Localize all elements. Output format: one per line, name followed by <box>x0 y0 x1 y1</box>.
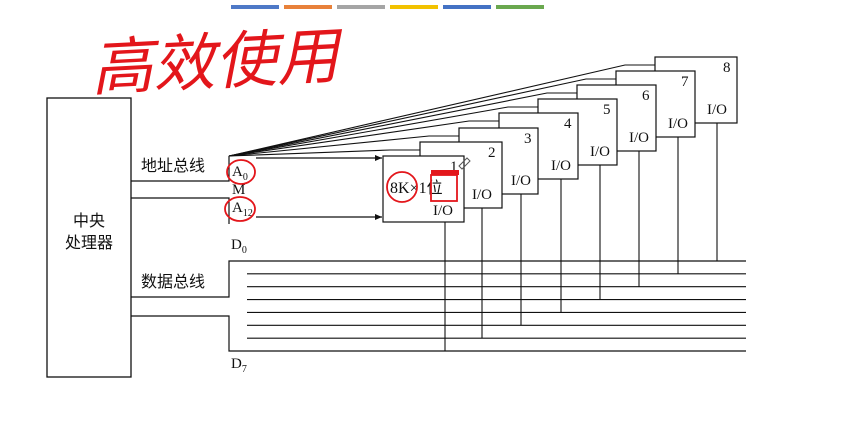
address-m-label: M <box>232 182 245 198</box>
chip-times: × <box>410 180 419 197</box>
memory-chip-1: 18K×1位I/O <box>382 155 465 223</box>
chip-io-label: I/O <box>472 187 492 203</box>
cpu-box <box>46 97 132 378</box>
color-tab-strip <box>231 5 544 9</box>
address-fanout-line <box>228 120 499 157</box>
data-bus-lines <box>247 273 746 339</box>
color-tab-3 <box>337 5 385 9</box>
chip-io-label: I/O <box>433 203 453 219</box>
address-fanout-line <box>228 64 655 157</box>
color-tab-2 <box>284 5 332 9</box>
cpu-label-line2: 处理器 <box>65 233 113 252</box>
data-bus <box>131 260 746 352</box>
address-bus-label: 地址总线 <box>141 156 205 175</box>
color-tab-1 <box>231 5 279 9</box>
handwritten-annotation: 高效使用 <box>89 19 345 105</box>
data-d0-label: D0 <box>231 237 247 256</box>
data-bus-label: 数据总线 <box>141 272 205 291</box>
color-tab-5 <box>443 5 491 9</box>
address-fanout-line <box>228 149 420 157</box>
chip-number: 2 <box>488 145 496 161</box>
data-d7-label: D7 <box>231 356 247 375</box>
address-fanout-line <box>228 135 459 157</box>
chip-io-label: I/O <box>707 102 727 118</box>
annotation-circle-a0 <box>226 159 256 185</box>
chip-number: 1 <box>450 159 458 175</box>
color-tab-4 <box>390 5 438 9</box>
chip-number: 4 <box>564 116 572 132</box>
chip-number: 7 <box>681 74 689 90</box>
red-annotations <box>224 157 471 222</box>
address-a12-label: A12 <box>232 200 253 219</box>
annotation-circle-a12 <box>224 196 256 222</box>
chip-io-connections <box>444 123 718 351</box>
pen-cursor-icon <box>458 157 471 170</box>
chip-io-label: I/O <box>590 144 610 160</box>
chip-number: 5 <box>603 102 611 118</box>
chip-io-label: I/O <box>511 173 531 189</box>
address-fanout-line <box>228 78 616 157</box>
chip-number: 3 <box>524 131 532 147</box>
chip-io-label: I/O <box>551 158 571 174</box>
address-a0-label: A0 <box>232 164 248 183</box>
annotation-circle-8k <box>386 171 418 203</box>
chip-io-label: I/O <box>668 116 688 132</box>
cpu-label-line1: 中央 <box>73 211 105 230</box>
address-fanout-line <box>228 92 577 157</box>
address-fanout-line <box>228 106 538 157</box>
chip-capacity: 8K <box>390 180 410 197</box>
chip-box <box>382 155 465 223</box>
color-tab-6 <box>496 5 544 9</box>
annotation-bar <box>431 170 459 175</box>
chip-number: 8 <box>723 60 731 76</box>
address-fanout-lines <box>228 64 655 157</box>
chip-io-label: I/O <box>629 130 649 146</box>
chip-number: 6 <box>642 88 650 104</box>
